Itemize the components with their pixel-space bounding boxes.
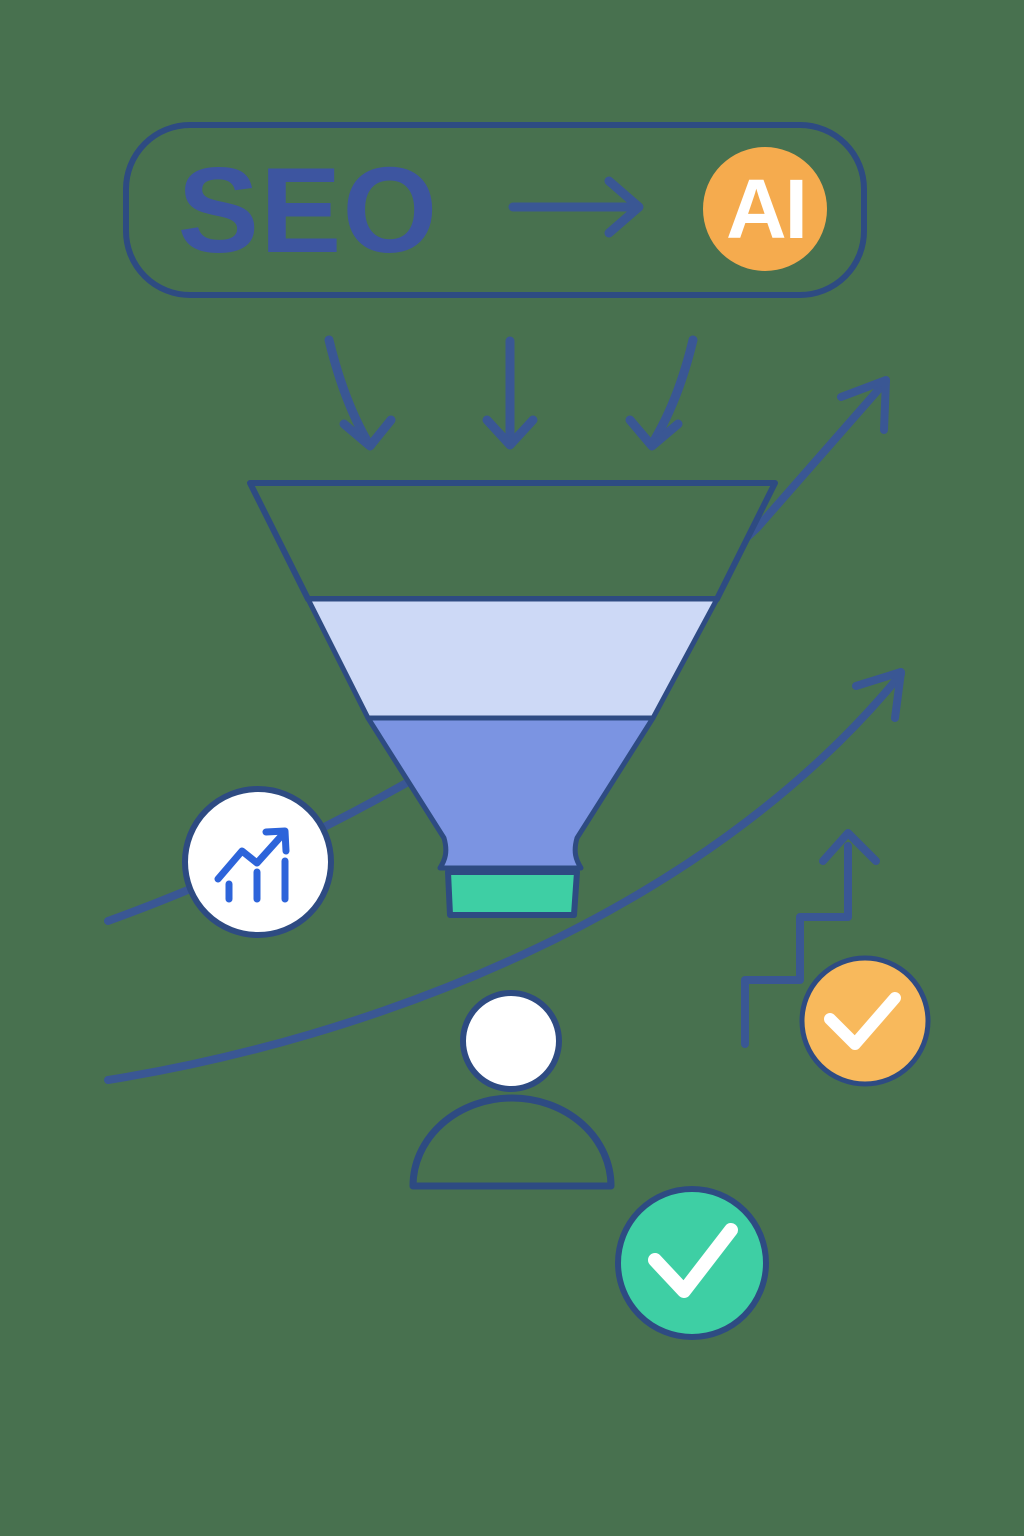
inflow-right-shaft xyxy=(650,335,698,444)
trend-line-arrowhead xyxy=(262,827,290,855)
stairs-up-arrow-icon xyxy=(741,829,880,1048)
badge-outline xyxy=(123,122,867,298)
person-icon xyxy=(409,990,615,1190)
inflow-down-arrow-icon xyxy=(625,335,698,451)
ai-circle xyxy=(703,147,827,271)
person-head xyxy=(460,990,562,1092)
inflow-mid-head xyxy=(482,415,538,450)
green-check-circle xyxy=(615,1186,769,1340)
seo-ai-badge: SEO AI xyxy=(123,122,867,298)
inflow-left-shaft xyxy=(324,335,371,444)
arrow-right-icon xyxy=(508,176,644,238)
growth-curve-steep-head xyxy=(837,376,890,434)
funnel-icon xyxy=(247,480,778,918)
inflow-down-arrow-icon xyxy=(482,336,538,450)
green-check-mark xyxy=(648,1223,738,1298)
inflow-arrows xyxy=(324,335,698,451)
inflow-right-head xyxy=(625,415,683,451)
person-body xyxy=(409,1094,615,1190)
funnel-stage-middle xyxy=(305,596,720,721)
stairs-steps xyxy=(741,842,852,1048)
growth-curve-arrow-icon xyxy=(104,668,905,1084)
trend-chart-icon xyxy=(182,786,334,938)
stairs-arrow-head xyxy=(819,829,880,865)
inflow-down-arrow-icon xyxy=(324,335,396,451)
trend-line xyxy=(214,829,288,883)
orange-check-circle xyxy=(799,955,931,1087)
funnel-stage-lower xyxy=(365,715,656,871)
seo-label: SEO xyxy=(178,142,439,278)
growth-curve-shallow-head xyxy=(852,668,905,722)
funnel-stage-top xyxy=(247,480,778,602)
ai-label: AI xyxy=(726,162,806,256)
check-icon-green xyxy=(615,1186,769,1340)
inflow-left-head xyxy=(339,415,396,451)
growth-curve-shallow xyxy=(104,670,905,1084)
orange-check-mark xyxy=(824,992,901,1050)
check-icon-orange xyxy=(799,955,931,1087)
funnel-spout xyxy=(445,869,580,918)
arrow-right-head xyxy=(604,176,644,238)
